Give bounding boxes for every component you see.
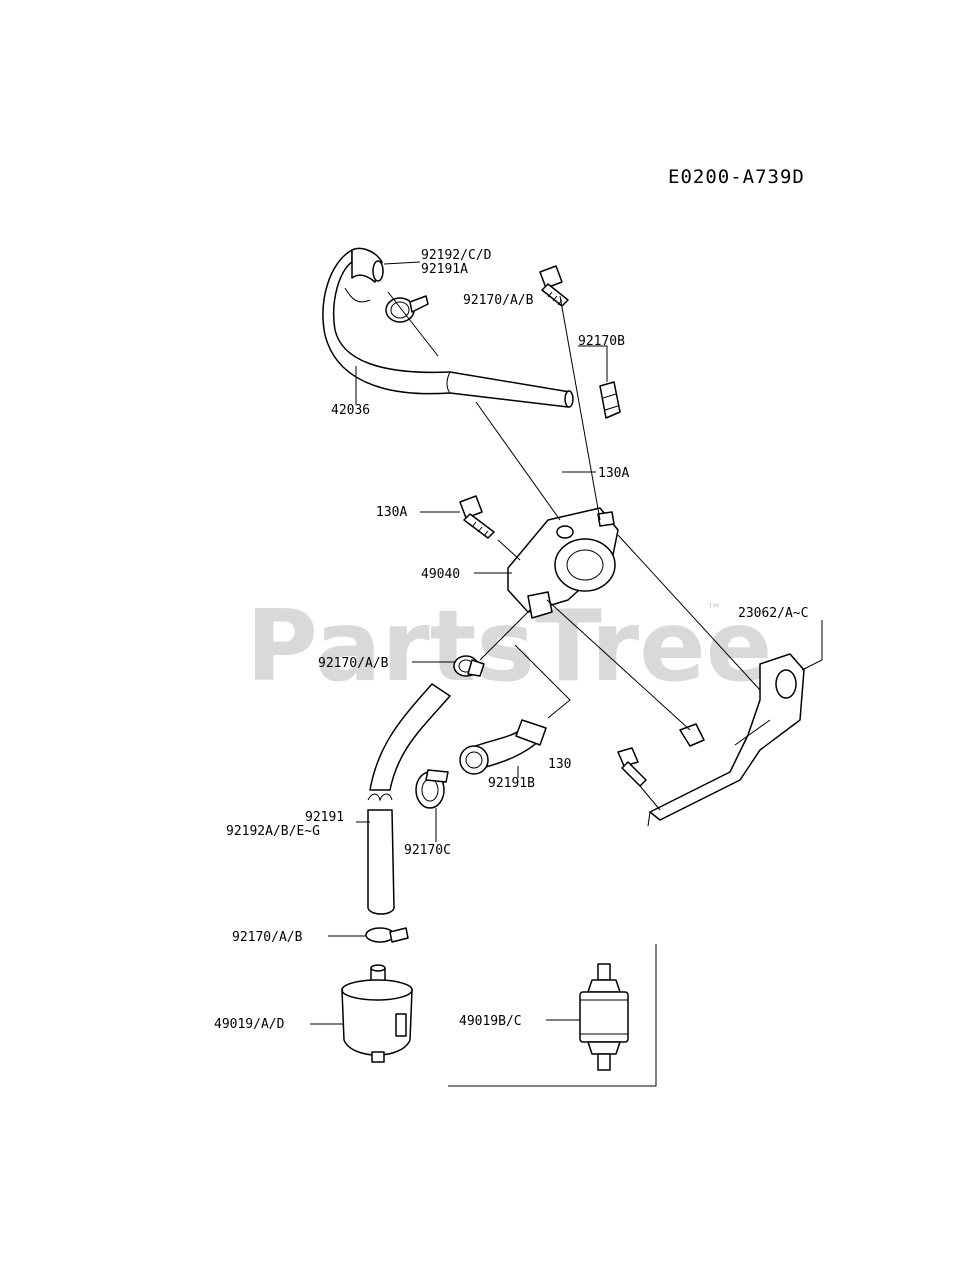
clamp-92170c[interactable]: [415, 769, 449, 809]
bolt-130[interactable]: [617, 747, 647, 787]
label-hose-lower-top: 92191: [305, 810, 344, 825]
label-filter-right: 49019B/C: [459, 1014, 522, 1029]
bolt-130a-right[interactable]: [539, 265, 569, 307]
label-leaders: [310, 261, 823, 1025]
watermark-trademark: ™: [706, 600, 722, 619]
clamp-mid[interactable]: [453, 655, 485, 677]
label-pipe: 42036: [331, 403, 370, 418]
label-filter-left: 49019/A/D: [214, 1017, 285, 1032]
label-hose-lower-bottom: 92192A/B/E~G: [226, 824, 320, 839]
hose-92191b[interactable]: [459, 719, 547, 775]
bolt-130a-left[interactable]: [459, 495, 495, 539]
fuel-pipe-42036[interactable]: [322, 249, 574, 408]
label-pump: 49040: [421, 567, 460, 582]
clamp-lower[interactable]: [365, 927, 409, 943]
fuel-hose-lower[interactable]: [367, 683, 451, 915]
label-hose-short: 92191B: [488, 776, 535, 791]
label-bolt-right: 130A: [598, 466, 629, 481]
fuel-filter-49019-left[interactable]: [341, 964, 413, 1063]
fuel-filter-49019-right[interactable]: [579, 963, 629, 1071]
label-bolt-left: 130A: [376, 505, 407, 520]
diagram-code: E0200-A739D: [668, 166, 805, 188]
label-clamp-upper: 92170/A/B: [463, 293, 534, 308]
label-hose-upper-bottom: 92191A: [421, 262, 468, 277]
label-clamp-lower: 92170/A/B: [232, 930, 303, 945]
clamp-upper[interactable]: [385, 295, 429, 323]
label-hose-upper-top: 92192/C/D: [421, 248, 492, 263]
fuel-pump-49040[interactable]: [507, 507, 619, 619]
inset-frame: [448, 944, 657, 1087]
label-clip-right: 92170B: [578, 334, 625, 349]
clip-92170b[interactable]: [599, 381, 621, 419]
label-bolt-lower: 130: [548, 757, 571, 772]
hose-92192-upper[interactable]: [351, 247, 384, 283]
label-clamp-small: 92170C: [404, 843, 451, 858]
label-bracket: 23062/A~C: [738, 606, 808, 621]
assembly-lines: [387, 291, 761, 827]
label-clamp-mid: 92170/A/B: [318, 656, 389, 671]
bracket-23062[interactable]: [649, 653, 805, 821]
watermark: PartsTree: [246, 590, 772, 704]
